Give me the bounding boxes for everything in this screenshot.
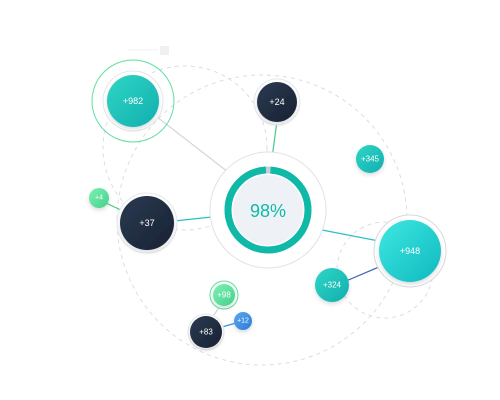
- node-83-bubble: [190, 316, 222, 348]
- node-24-label: +24: [269, 97, 284, 107]
- node-948[interactable]: +948: [373, 214, 447, 288]
- node-98-bubble: [213, 284, 235, 306]
- center-percent-label: 98%: [250, 201, 286, 221]
- node-83-label: +83: [199, 328, 213, 337]
- link-982-center: [147, 109, 229, 173]
- node-4[interactable]: +4: [89, 188, 109, 208]
- center-core: [233, 175, 303, 245]
- center-gauge: 98%: [209, 151, 327, 269]
- node-12-bubble: [234, 312, 252, 330]
- node-83[interactable]: +83: [187, 313, 225, 351]
- node-24-bubble: [257, 82, 297, 122]
- node-982-bubble: [107, 75, 159, 127]
- node-24[interactable]: +24: [253, 78, 301, 126]
- node-12-label: +12: [237, 318, 249, 325]
- node-324[interactable]: +324: [315, 268, 349, 302]
- node-982[interactable]: +982: [91, 59, 175, 143]
- decorative-mark: [160, 46, 169, 55]
- node-324-label: +324: [323, 281, 342, 290]
- node-37-bubble: [120, 196, 174, 250]
- node-345-label: +345: [361, 155, 380, 164]
- node-345-bubble: [356, 145, 384, 173]
- nodes: +982 +24 +345 +4 +37 +948: [89, 59, 447, 351]
- orbit-ring-left: [102, 65, 268, 231]
- node-324-bubble: [315, 268, 349, 302]
- node-982-outer-ring: [91, 59, 175, 143]
- node-98[interactable]: +98: [209, 280, 239, 310]
- center-progress-arc: [224, 166, 312, 254]
- node-4-bubble: [89, 188, 109, 208]
- node-345[interactable]: +345: [356, 145, 384, 173]
- node-948-bubble: [379, 220, 441, 282]
- node-4-label: +4: [95, 195, 103, 202]
- node-98-label: +98: [217, 291, 231, 300]
- node-37-label: +37: [139, 218, 154, 228]
- node-948-label: +948: [400, 246, 420, 256]
- link-37-center: [173, 216, 213, 222]
- node-37[interactable]: +37: [116, 192, 178, 254]
- link-12-83: [221, 322, 237, 328]
- node-982-label: +982: [123, 96, 143, 106]
- link-center-948: [321, 229, 385, 243]
- node-12[interactable]: +12: [234, 312, 252, 330]
